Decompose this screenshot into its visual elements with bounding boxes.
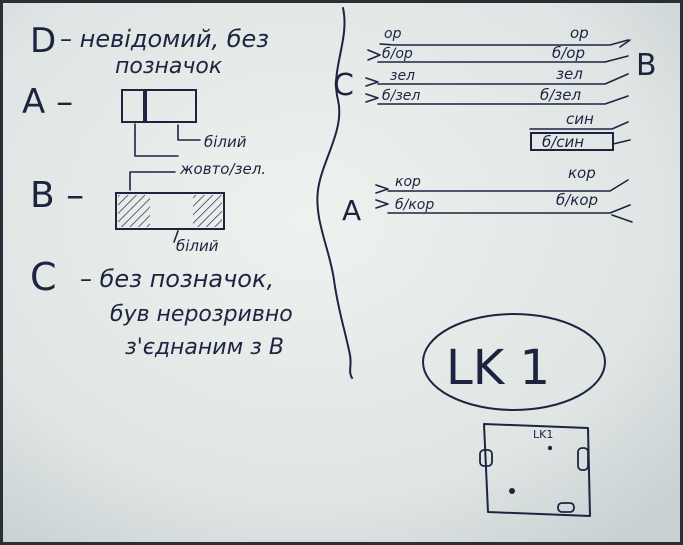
connector-b-hatch-left (118, 195, 150, 227)
d-text-line2: позначок (115, 54, 223, 79)
arrow-b-down (173, 230, 179, 243)
group-b-letter: B (636, 48, 657, 83)
chip-dot-bottom (509, 488, 515, 494)
connector-b-outline (115, 192, 225, 230)
chip-dot-top (547, 445, 553, 451)
c-text-line2: був нерозривно (110, 302, 293, 327)
oval-outline (422, 313, 606, 411)
wire-line (529, 121, 629, 130)
wire-line (377, 95, 629, 105)
wire-arrow-left (375, 184, 389, 194)
wire-arrow (611, 214, 633, 223)
chip-outline (483, 423, 591, 517)
wire-label-right: б/кор (556, 191, 598, 209)
board-oval: LK 1 (422, 313, 606, 411)
connector-a-outline (121, 89, 197, 123)
wire-label-left: кор (395, 174, 421, 190)
b-label-white: білий (176, 237, 219, 255)
wire-row: син (529, 110, 629, 130)
connector-b-hatch-right (193, 195, 222, 227)
wire-line (387, 179, 629, 192)
oval-label: LK 1 (446, 340, 550, 396)
arrow-a-right (177, 124, 201, 141)
a-letter: A – (22, 82, 73, 122)
c-text-line3: з'єднаним з B (125, 335, 284, 360)
wire-arrow-left (365, 77, 379, 87)
divider-line (316, 7, 353, 379)
wire-row: ор ор (379, 24, 631, 48)
wire-line (387, 204, 631, 214)
d-letter: D (30, 21, 56, 61)
wire-label-right: син (566, 110, 594, 128)
wire-label-right: зел (556, 65, 583, 83)
arrow-b-up (129, 171, 176, 191)
wire-row: б/син (530, 132, 631, 151)
wire-label-left: ор (384, 26, 402, 42)
group-a-letter: A (342, 194, 361, 227)
legend-b: B – білий (30, 171, 225, 255)
arrow-a-down (134, 134, 179, 157)
wire-label-right: б/ор (552, 44, 585, 62)
wire-arrow-left (375, 199, 389, 209)
wire-label-left: б/ор (382, 46, 413, 62)
wire-arrow-left (365, 93, 379, 103)
wire-row: кор кор (375, 164, 629, 194)
legend-d: D – невідомий, без позначок (30, 21, 269, 79)
c-letter: C (30, 255, 57, 299)
wire-line (377, 73, 629, 85)
legend-c: C – без позначок, був нерозривно з'єднан… (30, 255, 293, 360)
wire-label-left: б/кор (395, 197, 434, 213)
wire-row: б/зел б/зел (365, 86, 629, 105)
wire-label-left: зел (390, 68, 415, 84)
wire-label-left: б/зел (382, 88, 420, 104)
d-text-line1: – невідомий, без (60, 25, 269, 53)
wire-arrow (619, 39, 631, 48)
chip-pad-right (577, 447, 589, 471)
wire-row: б/ор б/ор (367, 44, 629, 63)
board-chip: LK1 (479, 423, 591, 517)
wire-list: C B A ор ор б/ор б/ор зел зел б/зел (333, 24, 657, 227)
wire-label-right: б/зел (540, 86, 582, 104)
wire-arrow (612, 139, 631, 145)
wire-box (530, 132, 614, 151)
chip-label: LK1 (533, 428, 553, 441)
chip-pad-left (479, 449, 493, 467)
a-label-white: білий (204, 133, 247, 151)
wire-line (379, 39, 629, 46)
b-letter: B – (30, 175, 84, 216)
c-text-line1: – без позначок, (80, 265, 274, 293)
wire-row: зел зел (365, 65, 629, 87)
wire-label-right: ор (570, 24, 589, 42)
wire-label-right: б/син (542, 133, 584, 151)
legend-a: A – білий жовто/зел. (22, 82, 266, 178)
wire-arrow-left (367, 49, 381, 61)
group-c-letter: C (333, 68, 354, 103)
wire-label-right: кор (568, 164, 596, 182)
chip-pad-bottom (557, 502, 575, 513)
wire-line (377, 55, 629, 63)
wire-row: б/кор б/кор (375, 191, 633, 223)
a-label-yellowgreen: жовто/зел. (179, 160, 266, 178)
